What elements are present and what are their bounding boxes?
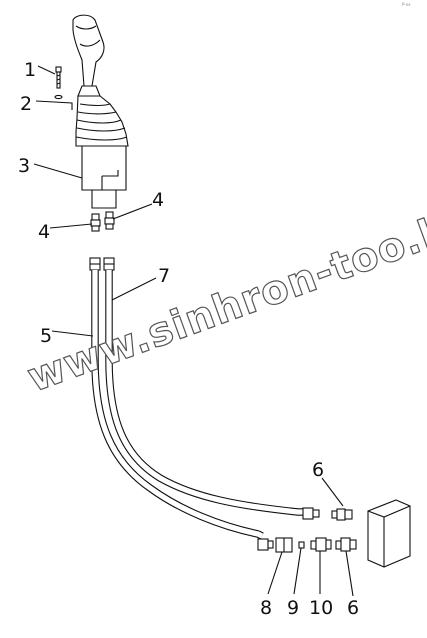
rubber-boot xyxy=(75,95,129,147)
callout-5: 5 xyxy=(40,325,52,347)
callout-9: 9 xyxy=(287,597,299,619)
nipple-part-10 xyxy=(310,537,332,552)
fitting-part-4-right xyxy=(104,211,115,230)
bolt-part-1 xyxy=(55,66,62,89)
callout-4-left: 4 xyxy=(38,221,50,243)
coupling-part-6-lower xyxy=(335,537,357,552)
fitting-part-4-left xyxy=(90,213,101,232)
callout-3: 3 xyxy=(18,155,30,177)
adapter-part-8 xyxy=(275,537,293,553)
corner-mark: P-xx xyxy=(402,2,411,7)
hose-end-fitting-upper xyxy=(302,507,320,520)
hose-part-5 xyxy=(91,270,264,540)
callout-8: 8 xyxy=(260,597,272,619)
callout-1: 1 xyxy=(24,59,36,81)
hose-end-fitting-lower xyxy=(257,538,274,551)
callout-7: 7 xyxy=(158,265,170,287)
hose-nut-top-left xyxy=(89,257,101,271)
joystick-assembly xyxy=(72,14,129,209)
watermark: www.sinhron-too.kz xyxy=(22,198,427,401)
callout-6-lower: 6 xyxy=(347,597,359,619)
callout-labels: 1 2 3 4 4 5 7 6 8 9 10 6 xyxy=(18,59,359,619)
leader-lines xyxy=(33,65,354,597)
callout-4-right: 4 xyxy=(152,189,164,211)
joystick-collar xyxy=(77,85,101,97)
callout-6-upper: 6 xyxy=(312,459,324,481)
hose-nut-top-right xyxy=(103,257,115,271)
valve-block xyxy=(367,499,411,568)
seal-ring-part-9 xyxy=(298,541,305,549)
coupling-part-6-upper xyxy=(331,508,353,521)
washer-part-2 xyxy=(54,94,63,100)
hose-part-7 xyxy=(105,270,304,516)
joystick-base-body xyxy=(81,145,127,191)
joystick-grip xyxy=(72,14,105,87)
callout-2: 2 xyxy=(20,93,32,115)
callout-10: 10 xyxy=(309,597,333,619)
